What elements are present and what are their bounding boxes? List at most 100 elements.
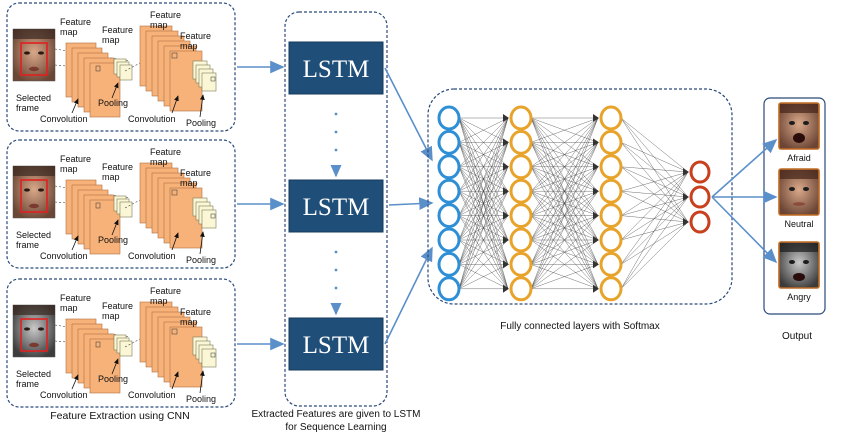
pooling-map-1 [119,64,133,81]
fc-caption: Fully connected layers with Softmax [500,321,660,332]
fc-edge [458,117,509,192]
fc-hidden-node-1 [509,129,533,155]
fc-hidden-node-1 [509,227,533,253]
face-hair [13,166,55,176]
lstm-cell-label: LSTM [303,332,370,359]
kernel-box [95,341,101,348]
pooling-map-2 [201,72,217,92]
projection-line [124,338,141,348]
convolution-label: Convolution [40,251,88,261]
fc-edge-arrowhead [593,138,599,147]
fc-hidden-node-2 [599,251,623,277]
lstm-cell-1 [288,41,384,95]
face-eye [38,188,44,192]
fc-hidden-node-1 [509,251,533,277]
feature-map-label: Feature [180,31,211,41]
convolution-label: Convolution [40,390,88,400]
feature-map-label: Feature [150,286,181,296]
pooling-label: Pooling [186,394,216,404]
fc-edge [620,190,689,223]
output-face-image [778,102,820,150]
projection-line [124,199,141,209]
fc-input-node [437,178,461,204]
lstm-sequence-dot [334,250,338,254]
fc-edge [620,142,689,223]
face-mouth [29,203,39,209]
feature-map-label: Feature [102,162,133,172]
pointer-arrow [199,94,205,118]
face-eye [24,327,30,331]
feature-map-label: Feature [180,168,211,178]
arrow-fc-to-output [711,138,778,198]
fc-input-node [437,203,461,229]
fc-edge-arrowhead [503,211,509,220]
pooling-label: Pooling [186,118,216,128]
face-eye [38,327,44,331]
fc-edge [458,264,509,290]
feature-map-label: Feature [102,25,133,35]
fc-hidden-node-2 [599,105,623,131]
feature-map-label: map [60,164,78,174]
fc-edge-arrowhead [593,211,599,220]
projection-line [124,62,141,72]
fc-edge-arrowhead [683,168,689,176]
face-hair [780,170,818,179]
fc-edge [620,117,689,198]
fc-edge [620,171,689,289]
fc-edge [620,171,689,192]
fc-network [427,88,733,305]
lstm-cell-3 [288,317,384,371]
selected-frame-label: frame [16,240,39,250]
fc-input-node [437,276,461,302]
pooling-label: Pooling [98,235,128,245]
fc-edge [530,142,599,289]
fc-edge-arrowhead [593,260,599,269]
face-detection-box [20,179,48,213]
emotion-label-afraid: Afraid [787,153,811,163]
pooling-label: Pooling [186,255,216,265]
fc-hidden-node-2 [599,129,623,155]
fc-edge-arrowhead [593,187,599,196]
fc-edge-arrowhead [503,114,509,122]
pointer-arrow [71,98,79,114]
pointer-arrow [111,82,119,99]
fc-edge [458,117,509,216]
selected-frame-label: Selected [16,369,51,379]
lstm-cell-2 [288,179,384,233]
selected-frame-label: Selected [16,93,51,103]
face-eye [803,260,809,264]
face-eye [803,121,809,125]
fc-hidden-node-1 [509,154,533,180]
fc-panel [427,88,733,305]
feature-map-label: map [150,20,168,30]
feature-map-label: Feature [180,307,211,317]
fc-edge-arrowhead [683,193,689,201]
face-mouth [793,133,805,143]
pointer-arrow [71,374,79,390]
fc-edge-arrowhead [503,138,509,147]
face-mouth [793,202,805,206]
feature-map-label: map [102,172,120,182]
selected-frame-label: frame [16,103,39,113]
fc-edge [620,221,689,289]
cnn-panel-border [6,2,236,132]
arrow-fc-to-output [711,196,778,264]
arrow-lstm-to-fc [388,197,434,210]
face-eye [24,51,30,55]
fc-hidden-node-1 [509,105,533,131]
pooling-map-2 [201,348,217,368]
fc-edges [458,114,689,293]
fc-edge [530,117,599,289]
face-eye [803,187,809,191]
face-hair [13,305,55,315]
fc-edge-arrowhead [593,162,599,171]
face-hair [13,29,55,39]
feature-map-label: map [150,157,168,167]
pointer-arrow [71,235,79,251]
fc-edge [620,166,689,223]
kernel-box [210,352,216,358]
face-mouth [793,273,805,281]
